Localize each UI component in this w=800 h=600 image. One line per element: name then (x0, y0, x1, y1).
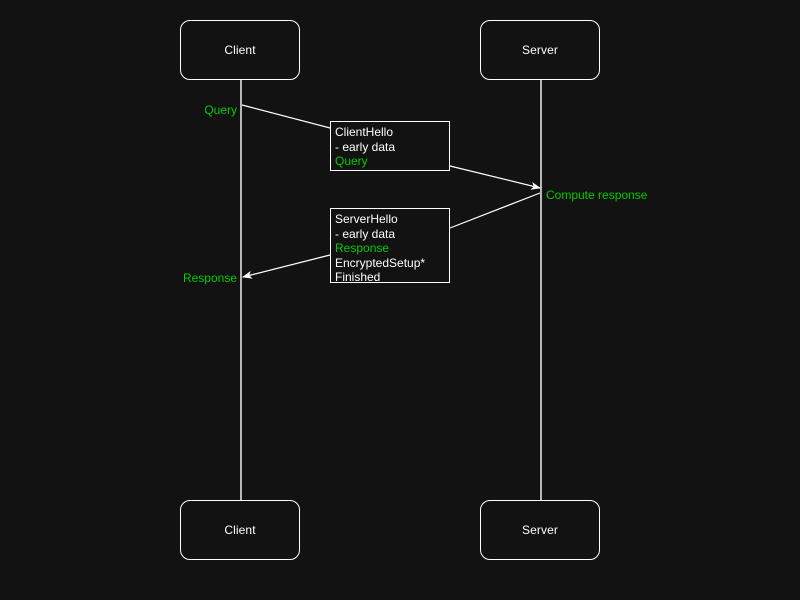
note-line: - early data (335, 139, 396, 154)
actor-label: Client (224, 43, 256, 57)
note-line: Finished (335, 270, 381, 285)
query-label: Query (204, 103, 237, 117)
actor-box-server-top[interactable]: Server (480, 20, 600, 80)
query-out-segment (241, 104, 331, 129)
actor-box-server-bottom[interactable]: Server (480, 500, 600, 560)
response-in-segment (242, 254, 331, 279)
note-line: Query (335, 154, 368, 169)
response-out-segment (449, 192, 541, 229)
response-label: Response (182, 271, 237, 285)
compute-response-label: Compute response (546, 188, 648, 202)
query-in-segment (449, 165, 541, 190)
note-line: EncryptedSetup* (335, 255, 426, 270)
note-line: ClientHello (335, 125, 394, 139)
note-line: Response (335, 241, 390, 256)
actor-label: Client (224, 523, 256, 537)
actor-label: Server (522, 523, 558, 537)
note-line: - early data (335, 226, 396, 241)
note-line: ServerHello (335, 212, 398, 226)
actor-box-client-bottom[interactable]: Client (180, 500, 300, 560)
actor-label: Server (522, 43, 558, 57)
actor-box-client-top[interactable]: Client (180, 20, 300, 80)
